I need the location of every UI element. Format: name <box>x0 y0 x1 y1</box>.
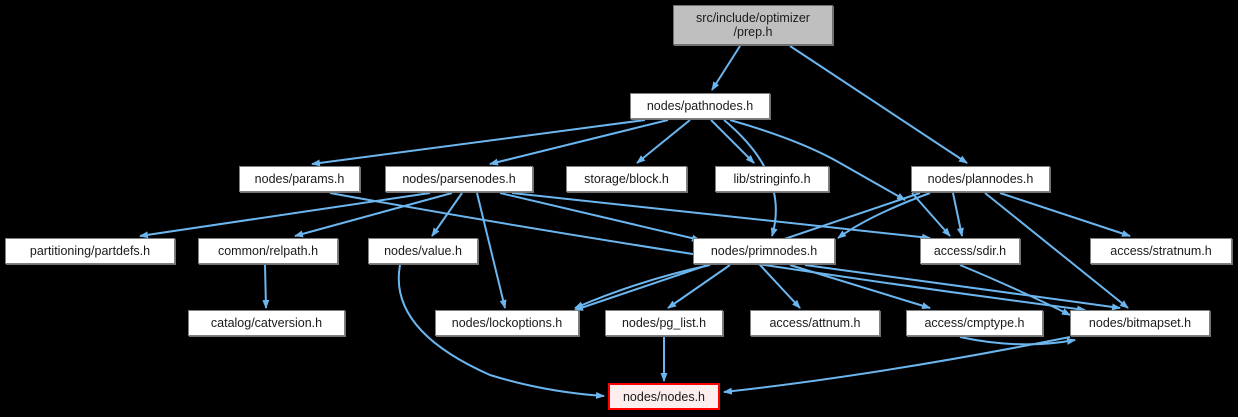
edge-pathnodes-to-params <box>311 119 646 167</box>
node-prep[interactable]: src/include/optimizer /prep.h <box>673 5 833 45</box>
edge-pathnodes-to-block <box>636 119 691 164</box>
edge-primnodes-to-bitmapset <box>804 264 1121 311</box>
edge-pathnodes-to-parsenodes <box>489 119 669 166</box>
edge-bitmapset-to-nodes <box>723 336 1071 395</box>
edge-primnodes-to-cmptype <box>789 264 931 309</box>
edge-sdir-to-bitmapset <box>959 264 1071 316</box>
edge-parsenodes-to-primnodes <box>499 192 701 242</box>
node-catversion[interactable]: catalog/catversion.h <box>188 310 345 336</box>
node-relpath[interactable]: common/relpath.h <box>198 238 338 264</box>
edge-relpath-to-catversion <box>262 264 270 309</box>
edge-parsenodes-to-lockoptions <box>476 192 507 309</box>
edge-primnodes-to-lockoptions <box>574 264 711 309</box>
node-sdir[interactable]: access/sdir.h <box>920 238 1020 264</box>
edge-prep-to-pathnodes <box>711 45 741 91</box>
edge-paths <box>139 45 1131 399</box>
node-stringinfo[interactable]: lib/stringinfo.h <box>715 166 829 192</box>
node-attnum[interactable]: access/attnum.h <box>750 310 880 336</box>
node-pg_list[interactable]: nodes/pg_list.h <box>605 310 723 336</box>
edge-primnodes-to-attnum <box>759 264 801 309</box>
edge-primnodes-to-pg_list <box>667 264 731 309</box>
node-nodes[interactable]: nodes/nodes.h <box>608 383 720 410</box>
node-cmptype[interactable]: access/cmptype.h <box>906 310 1043 336</box>
edge-plannodes-to-sdir <box>952 192 964 237</box>
edge-parsenodes-to-relpath <box>294 192 453 238</box>
edge-plannodes-to-bitmapset <box>984 192 1129 309</box>
node-plannodes[interactable]: nodes/plannodes.h <box>911 166 1050 192</box>
edge-plannodes-to-primnodes <box>837 192 931 239</box>
node-bitmapset[interactable]: nodes/bitmapset.h <box>1070 310 1210 336</box>
node-pathnodes[interactable]: nodes/pathnodes.h <box>630 93 770 119</box>
edge-pathnodes-to-plannodes <box>729 119 906 201</box>
edge-plannodes-to-stratnum <box>999 192 1131 237</box>
node-block[interactable]: storage/block.h <box>566 166 687 192</box>
node-params[interactable]: nodes/params.h <box>239 166 360 192</box>
edge-plannodes-to-sdir2 <box>911 192 951 237</box>
edge-prep-to-plannodes <box>789 45 968 164</box>
edge-cmptype-to-bitmapset <box>959 336 1076 346</box>
node-parsenodes[interactable]: nodes/parsenodes.h <box>385 166 533 192</box>
edge-parsenodes-to-partdefs <box>139 192 431 239</box>
node-primnodes[interactable]: nodes/primnodes.h <box>693 238 835 264</box>
edge-parsenodes-to-sdir <box>511 192 931 241</box>
node-lockoptions[interactable]: nodes/lockoptions.h <box>435 310 579 336</box>
node-stratnum[interactable]: access/stratnum.h <box>1090 238 1232 264</box>
edge-value-to-nodes <box>397 264 605 399</box>
edge-pathnodes-to-stringinfo <box>710 119 755 164</box>
node-value[interactable]: nodes/value.h <box>368 238 478 264</box>
node-partdefs[interactable]: partitioning/partdefs.h <box>5 238 175 264</box>
